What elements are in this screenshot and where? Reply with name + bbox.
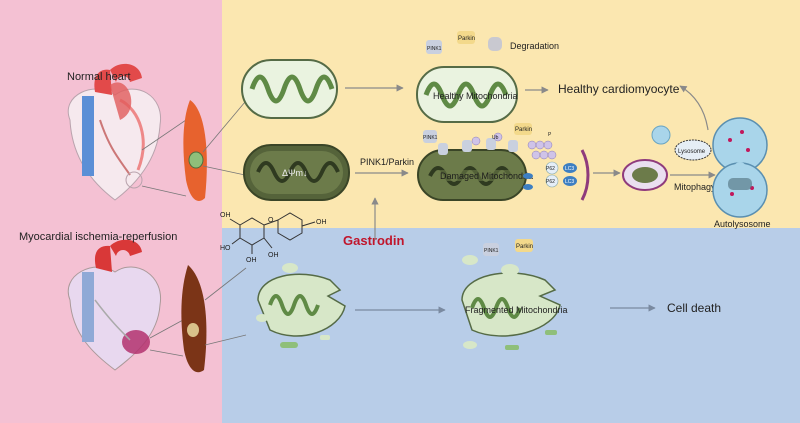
gastrodin-oh-label: OH <box>268 252 279 259</box>
fragmented-mito-label: Fragmented Mitochondria <box>465 305 568 315</box>
pink1-bottom-label: PINK1 <box>484 248 499 254</box>
ub-cluster <box>471 132 557 160</box>
damaged-mito-label-bg <box>438 170 524 181</box>
zoom-line <box>202 165 246 176</box>
healthy-mito-label: Healthy Mitochondria <box>433 91 518 101</box>
degradation-label: Degradation <box>510 41 559 51</box>
zoom-line <box>141 119 187 151</box>
zoom-line <box>204 267 247 301</box>
return-arrow <box>679 85 709 131</box>
zoom-line <box>204 334 247 346</box>
gastrodin-oh-label: OH <box>220 212 231 219</box>
gastrodin-label: Gastrodin <box>343 233 404 248</box>
lc3-b-label: LC3 <box>565 179 574 185</box>
pink1-top-label: PINK1 <box>427 46 442 52</box>
parkin-box-top <box>457 31 475 44</box>
zoom-line <box>202 101 246 153</box>
ub-label: Ub <box>492 135 499 141</box>
zoom-line <box>141 185 187 197</box>
cell-death-label: Cell death <box>667 301 721 315</box>
lysosome-label: Lysosome <box>678 149 706 155</box>
healthy-cardiomyocyte-label: Healthy cardiomyocyte <box>558 82 680 96</box>
pink1-mid-label: PINK1 <box>423 135 438 141</box>
parkin-mid-label: Parkin <box>515 127 532 133</box>
parkin-box-mid <box>514 123 532 135</box>
normal-heart-label: Normal heart <box>67 71 131 83</box>
gastrodin-structure <box>229 212 316 254</box>
normal-heart-icon <box>67 63 161 201</box>
autolysosome <box>712 117 768 218</box>
gastrodin-o-label: O <box>268 217 274 224</box>
parkin-top-label: Parkin <box>458 36 475 42</box>
degradation-blob <box>488 37 502 51</box>
injured-heart-icon <box>67 239 161 371</box>
dark-mitochondrion <box>243 144 350 201</box>
pink1-receptors <box>438 138 518 155</box>
fragmented-mitochondrion-2 <box>461 255 561 350</box>
autophagosome <box>622 159 668 191</box>
mitophagy-label: Mitophagy <box>674 182 716 192</box>
lc3-a-label: LC3 <box>565 166 574 172</box>
healthy-cardiomyocyte-cell-icon <box>183 100 207 201</box>
pink1-box-top <box>426 40 442 54</box>
lysosome-small <box>651 125 671 145</box>
pink1-box-bottom <box>483 243 499 256</box>
pink1-box-mid <box>423 130 437 143</box>
zoom-line <box>149 319 184 339</box>
damaged-mito-label: Damaged Mitochondria <box>440 171 533 181</box>
p-label: P <box>548 132 552 138</box>
gastrodin-oh-label: OH <box>316 219 327 226</box>
ischemia-label: Myocardial ischemia-reperfusion <box>19 231 177 243</box>
lysosome-circle <box>674 139 712 161</box>
fragmented-mitochondrion-1 <box>256 263 346 348</box>
p62-a-label: P62 <box>546 166 555 172</box>
p62-lc3-complex <box>523 161 577 190</box>
gastrodin-ho-label: HO <box>220 245 231 252</box>
gastrodin-oh-label: OH <box>246 257 257 264</box>
p62-b-label: P62 <box>546 179 555 185</box>
healthy-mitochondrion-2 <box>416 66 518 123</box>
parkin-bottom-label: Parkin <box>516 244 533 250</box>
autolysosome-label: Autolysosome <box>714 219 771 229</box>
pink1-parkin-arrow-label: PINK1/Parkin <box>360 157 414 167</box>
healthy-mitochondrion-1 <box>241 59 338 119</box>
parkin-box-bottom <box>515 239 533 252</box>
delta-psi-label: ΔΨm↓ <box>282 168 308 178</box>
injured-cardiomyocyte-cell-icon <box>181 265 207 373</box>
zoom-line <box>149 349 184 357</box>
phagophore-arc <box>580 149 590 201</box>
